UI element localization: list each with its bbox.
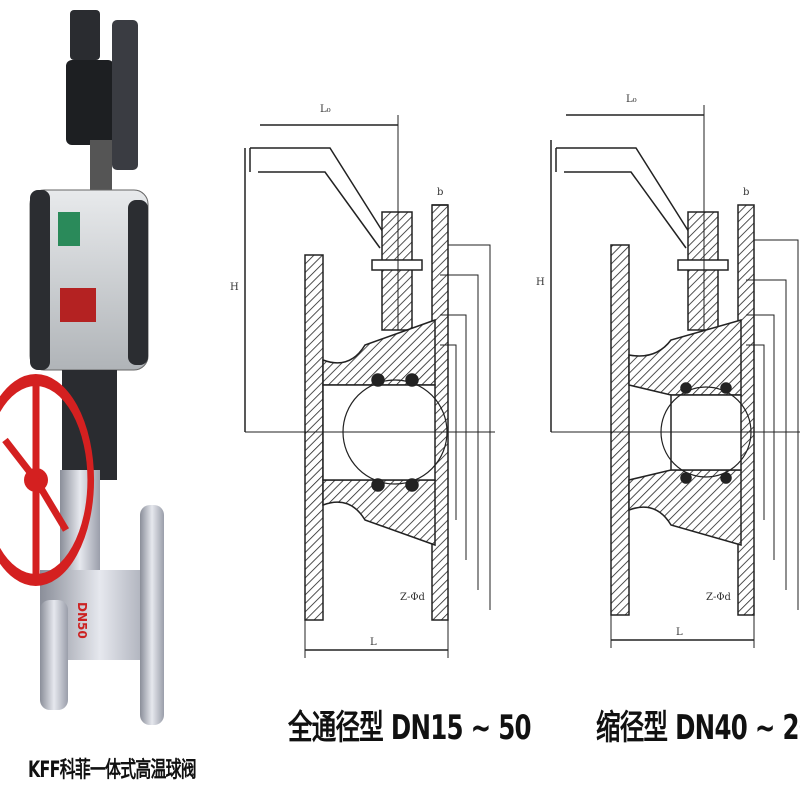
- label-l0: L₀: [626, 94, 637, 105]
- positioner-box: [66, 60, 114, 145]
- dim-diameters: [746, 239, 799, 610]
- seat: [371, 478, 385, 492]
- reduced-bore-drawing: L₀ H b L Z-Φd: [536, 94, 800, 648]
- seat: [405, 373, 419, 387]
- gland: [677, 259, 729, 271]
- photo-caption: KFF科菲一体式高温球阀: [28, 758, 197, 783]
- valve-photo: DN50: [0, 10, 164, 725]
- label-l0: L₀: [320, 104, 331, 115]
- reduced-bore-caption: 缩径型 DN40 ~ 200: [596, 708, 800, 748]
- body-marking: DN50: [75, 602, 89, 639]
- label-l: L: [370, 637, 377, 648]
- filter-regulator: [112, 20, 138, 170]
- actuator-endcap: [30, 190, 50, 370]
- handle: [249, 147, 389, 249]
- indicator-window: [58, 212, 80, 246]
- handle: [555, 147, 695, 249]
- nameplate: [60, 288, 96, 322]
- actuator-endcap: [128, 200, 148, 365]
- label-h: H: [230, 282, 239, 293]
- body-lower: [322, 479, 436, 547]
- label-bolt-holes: Z-Φd: [706, 592, 732, 603]
- left-flange: [610, 244, 630, 616]
- handwheel[interactable]: [0, 374, 95, 586]
- stem: [687, 211, 719, 331]
- full-bore-caption: 全通径型 DN15 ~ 50: [288, 708, 532, 748]
- label-bolt-holes: Z-Φd: [400, 592, 426, 603]
- bracket: [90, 140, 112, 190]
- dim-diameters: [440, 244, 491, 610]
- seat: [405, 478, 419, 492]
- right-flange: [140, 505, 164, 725]
- stem: [381, 211, 413, 331]
- body-upper: [322, 318, 436, 386]
- left-flange: [40, 600, 68, 710]
- label-b: b: [743, 187, 749, 198]
- full-bore-drawing: L₀ H b L Z-Φd: [230, 104, 495, 658]
- gland: [371, 259, 423, 271]
- label-b: b: [437, 187, 443, 198]
- label-h: H: [536, 277, 545, 288]
- positioner-top: [70, 10, 100, 60]
- left-flange: [304, 254, 324, 621]
- seat: [371, 373, 385, 387]
- label-l: L: [676, 627, 683, 638]
